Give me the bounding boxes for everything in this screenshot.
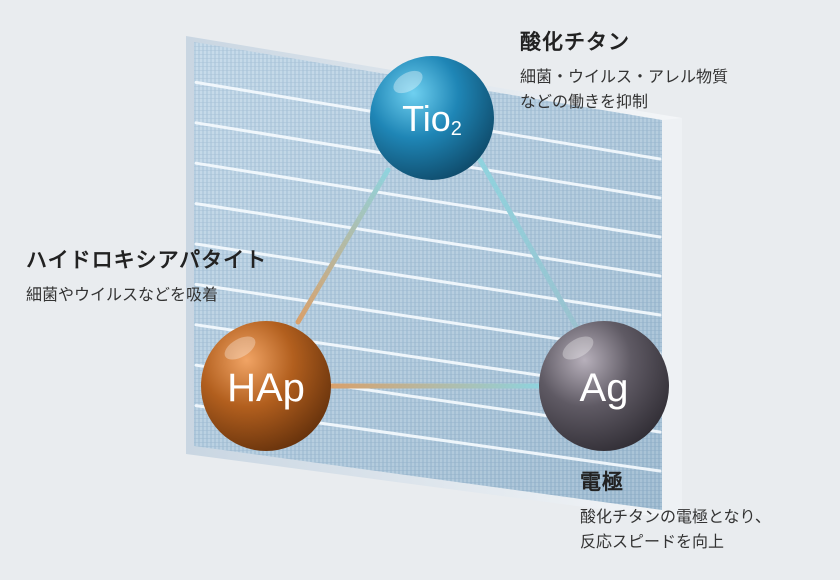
filter-rib (194, 242, 662, 317)
caption-tio2-title: 酸化チタン (520, 30, 630, 54)
caption-tio2-line-2: などの働きを抑制 (520, 92, 649, 111)
link-lines (295, 157, 581, 389)
node-ag: Ag (539, 321, 669, 451)
link-tio2-ag (477, 157, 581, 333)
filter-rib (194, 202, 662, 278)
node-hap-symbol: HAp (227, 366, 305, 410)
caption-hap: ハイドロキシアパタイト 細菌やウイルスなどを吸着 (26, 244, 267, 307)
node-tio2-subscript: 2 (451, 118, 462, 140)
caption-tio2-line-1: 細菌・ウイルス・アレル物質 (520, 67, 729, 86)
node-ag-symbol: Ag (580, 366, 629, 410)
caption-ag: 電極 酸化チタンの電極となり、 反応スピードを向上 (580, 466, 771, 554)
node-tio2-symbol: Tio (402, 98, 451, 139)
node-hap: HAp (201, 321, 331, 451)
caption-ag-title: 電極 (580, 470, 624, 494)
caption-ag-line-2: 反応スピードを向上 (580, 532, 725, 551)
caption-hap-title: ハイドロキシアパタイト (26, 248, 268, 272)
filter-rib (194, 161, 662, 239)
caption-ag-line-1: 酸化チタンの電極となり、 (580, 507, 771, 526)
svg-text:Tio2: Tio2 (402, 98, 462, 140)
caption-hap-line-1: 細菌やウイルスなどを吸着 (26, 285, 219, 304)
link-tio2-hap (295, 167, 391, 325)
node-tio2: Tio2 (370, 56, 494, 180)
caption-tio2: 酸化チタン 細菌・ウイルス・アレル物質 などの働きを抑制 (520, 26, 728, 114)
